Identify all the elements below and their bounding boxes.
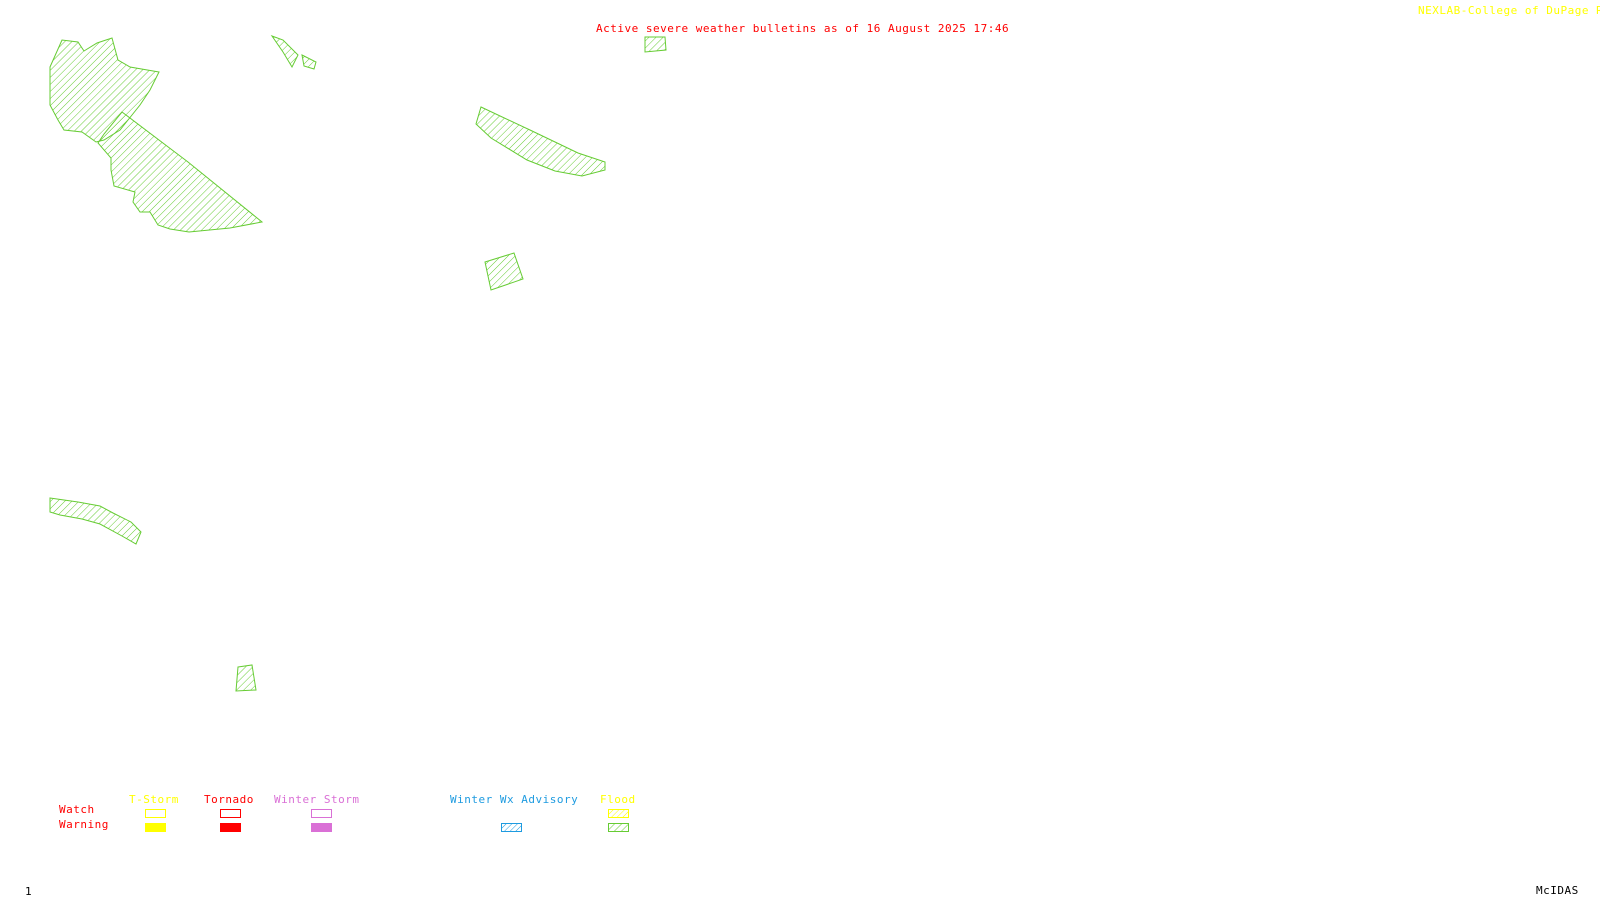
legend-tstorm-watch-swatch bbox=[145, 809, 166, 818]
source-credit: NEXLAB-College of DuPage R bbox=[1418, 4, 1600, 17]
legend-winter-wx-advisory-warning-swatch bbox=[501, 823, 522, 832]
legend-winter-storm-label: Winter Storm bbox=[274, 793, 360, 806]
flood-warning-area bbox=[97, 111, 264, 233]
legend-winter-wx-advisory-label: Winter Wx Advisory bbox=[450, 793, 579, 806]
flood-warning-area bbox=[644, 36, 667, 53]
legend-tstorm-label: T-Storm bbox=[129, 793, 179, 806]
legend-row-watch: Watch bbox=[59, 803, 95, 816]
legend-winter-storm-warning-swatch bbox=[311, 823, 332, 832]
legend-winter-storm-watch-swatch bbox=[311, 809, 332, 818]
flood-warning-area bbox=[49, 37, 160, 143]
legend-tornado-warning-swatch bbox=[220, 823, 241, 832]
legend-flood-warning-swatch bbox=[608, 823, 629, 832]
page-title: Active severe weather bulletins as of 16… bbox=[596, 22, 1010, 35]
flood-warning-area bbox=[270, 34, 299, 69]
legend-tornado-label: Tornado bbox=[204, 793, 254, 806]
legend-tornado-watch-swatch bbox=[220, 809, 241, 818]
flood-warning-area bbox=[235, 664, 257, 692]
frame-number: 1 bbox=[25, 885, 33, 898]
legend-tstorm-warning-swatch bbox=[145, 823, 166, 832]
software-label: McIDAS bbox=[1536, 884, 1579, 897]
legend-flood-label: Flood bbox=[600, 793, 636, 806]
flood-warning-area bbox=[475, 106, 606, 177]
legend-row-warning: Warning bbox=[59, 818, 109, 831]
legend-flood-watch-swatch bbox=[608, 809, 629, 818]
flood-warning-area bbox=[49, 497, 142, 545]
flood-warning-area bbox=[301, 54, 317, 70]
flood-warning-area bbox=[484, 252, 524, 291]
